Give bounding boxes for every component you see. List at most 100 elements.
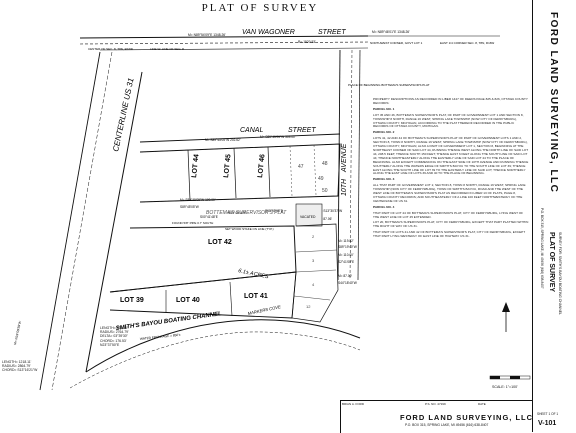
lot-line-48-49: [313, 144, 317, 196]
bottom-title-bar: [340, 400, 533, 433]
east-quarter-corner-note: EAST 1/4 CORNER SEC. 8, T8N, R16W: [440, 41, 494, 45]
lot-line-44-45: [187, 149, 191, 201]
right-bearing-1: M= S13°30'37"W: [318, 209, 342, 213]
parcel-6-text: THAT PART OF LOTS 41 AND 42 OF BOTTEMA'S…: [373, 230, 526, 239]
place-of-beginning-note: PLACE OF BEGINNING BOTTEMA'S SUPERVISOR'…: [348, 83, 430, 87]
curve-data-2: LENGTH= 1218.11' RADIUS= 2864.79' CHORD=…: [2, 360, 37, 372]
canal-street-label: STREET: [288, 127, 316, 134]
mid-bearing-5: S00°41'48"E: [200, 215, 218, 219]
water-frontage-label: WATER FRONTAGE = 856'±: [140, 333, 181, 341]
right-bearing-3: M= 119.82': [338, 239, 354, 243]
parcel-1-heading: PARCEL NO. 1: [373, 106, 395, 111]
center-of-section-note: CENTER OF SEC. 8, T8N, R16W: [88, 47, 133, 51]
us31-west-row: [39, 51, 101, 391]
canal-bearing-2: M= S89°45'05"W 309.00': [260, 135, 296, 139]
vacated-area: [295, 203, 323, 227]
tenth-avenue-centerline: [349, 49, 353, 281]
surveyor-name: BRIAN A. FORD: [342, 402, 365, 406]
bottom-firm-address: P.O. BOX 315, SPRING LAKE, MI 49456 (616…: [405, 423, 489, 427]
left-bearing: M= N19°09'59"W: [13, 321, 22, 346]
right-bearing-8: S44°18'40"W: [338, 281, 357, 285]
us31-centerline: [51, 51, 113, 391]
lot-39-label: LOT 39: [120, 297, 144, 304]
lot-50-number: 50: [322, 188, 328, 194]
lot-line-40-41: [229, 281, 233, 317]
title-block-sheet: SHEET 1 OF 1: [537, 412, 559, 416]
parcel-5-text: LOT 20, BOTTEMA'S SUPERVISOR'S PLAT, CIT…: [373, 220, 529, 229]
found-iron-note: FOUND 5/8" PIPE 0.7' SOUTH: [172, 221, 213, 225]
van-wagoner-centerline: [79, 41, 369, 45]
mid-bearing-4: N89°48'16"E: [228, 211, 246, 215]
parcel-2-text: LOTS 41, 42 AND 44 OF BOTTEMA'S SUPERVIS…: [373, 136, 529, 176]
lot-49-number: 49: [318, 176, 324, 182]
description-intro: PROPERTY DESCRIPTIONS AS RECORDED IN LIB…: [373, 97, 528, 105]
canal-label: CANAL: [240, 127, 263, 134]
centerline-us31-label: CENTERLINE US 31: [111, 77, 135, 152]
lot-46-label: LOT 46: [257, 154, 266, 178]
tenth-avenue-east-line: [357, 49, 361, 281]
right-bearing-4: S89°19'40"W: [338, 245, 357, 249]
top-bearing-mid: R= 1920.53': [298, 40, 316, 44]
markers-cove-lots: [291, 223, 339, 323]
section-line-note: LINE W. LINE OF SEC. 8: [150, 47, 184, 51]
title-block-strip: [532, 0, 576, 432]
lot-47-number: 47: [298, 164, 304, 170]
cove-lot-line-2: [295, 269, 337, 273]
cove-lot-line-1: [295, 249, 338, 253]
date-field: DATE: [478, 402, 486, 406]
avenue-label: AVENUE: [341, 143, 348, 173]
cove-lot-line-3: [293, 295, 331, 301]
right-bearing-7: M= 87.00': [338, 274, 352, 278]
van-wagoner-north-line: [79, 35, 369, 39]
lot-48-number: 48: [322, 161, 328, 167]
scale-bar: [489, 375, 531, 380]
plat-name-label: BOTTEMA'S SUPERVISOR'S PLAT: [206, 210, 287, 216]
channel-edge: [69, 331, 361, 389]
lot-42-label: LOT 42: [208, 239, 232, 246]
vacated-label: VACATED: [300, 215, 316, 219]
acres-label: 6.1± ACRES: [238, 268, 270, 280]
title-block-firm: FORD LAND SURVEYING, LLC: [548, 12, 559, 194]
markers-cove-label: MARKERS COVE: [247, 304, 281, 316]
nw-corner-note: NORTHWEST CORNER, GOVT LOT 1: [370, 41, 423, 45]
cove-lot-1: 2: [312, 234, 315, 239]
page-title: PLAT OF SURVEY: [201, 2, 319, 14]
title-block-sheet-number: V-101: [538, 420, 557, 427]
north-arrow-icon: [502, 302, 510, 332]
lot-line-47-48: [289, 145, 293, 197]
van-wagoner-label: VAN WAGONER: [242, 29, 295, 36]
canal-bearing-1: M= S89°45'05"W 202.62': [205, 138, 241, 142]
parcel-3-heading: PARCEL NO. 3: [373, 177, 395, 182]
tenth-label: 10TH: [341, 178, 348, 196]
mid-bearing-2: S89°45'05"W: [180, 205, 199, 209]
channel-shoreline: [85, 319, 361, 373]
title-block-project-title: PLAT OF SURVEY: [548, 232, 555, 293]
parcel-4-text: THAT PART OF LOT 44 OF BOTTEMA'S SUPERVI…: [373, 210, 524, 219]
right-bearing-2: M= 87.06': [318, 217, 332, 221]
title-block-address: P.O. BOX 315, SPRING LAKE, MI 49456 (616…: [540, 208, 544, 289]
lot-40-label: LOT 40: [176, 297, 200, 304]
lot-line-46-47: [267, 146, 271, 198]
scale-label: SCALE: 1"=100': [492, 385, 518, 389]
cove-lot-3: 4: [312, 282, 315, 287]
title-block-project-for: SURVEY FOR: SMITH'S BAYOU BOATING CHANNE…: [558, 232, 562, 315]
lot-line-45-46: [233, 147, 237, 199]
lot-44-label: LOT 44: [191, 154, 200, 178]
curve-data-1: LENGTH= 176.56' RADIUS= 2764.79' DELTA= …: [100, 326, 129, 347]
parcel-2-heading: PARCEL NO. 2: [373, 130, 395, 135]
parcel-4-heading: PARCEL NO. 4: [373, 204, 395, 209]
lots-block-upper: [139, 143, 341, 203]
top-bearing-right: M= N89°46'01"E 1348.26': [372, 30, 410, 34]
right-bearing-6: S2°41'00"E: [338, 260, 354, 264]
plat-boundary-line: [139, 195, 339, 203]
us31-east-row: [85, 71, 143, 373]
van-wagoner-street-label: STREET: [318, 29, 346, 36]
survey-drawing: VAN WAGONER STREET M= N89°54'09"E 1348.2…: [2, 29, 531, 391]
parcel-3-text: ALL THAT PART OF GOVERNMENT LOT 2, SECTI…: [373, 183, 526, 203]
right-bearing-5: M= 110.00': [338, 253, 354, 257]
van-wagoner-south-line: [99, 47, 369, 51]
surveyor-license: P.S. NO. 47199: [425, 402, 446, 406]
lot-45-label: LOT 45: [223, 154, 232, 178]
wood-stake-note: SET WOOD STAKE ON LINE (TYP.): [225, 227, 274, 231]
